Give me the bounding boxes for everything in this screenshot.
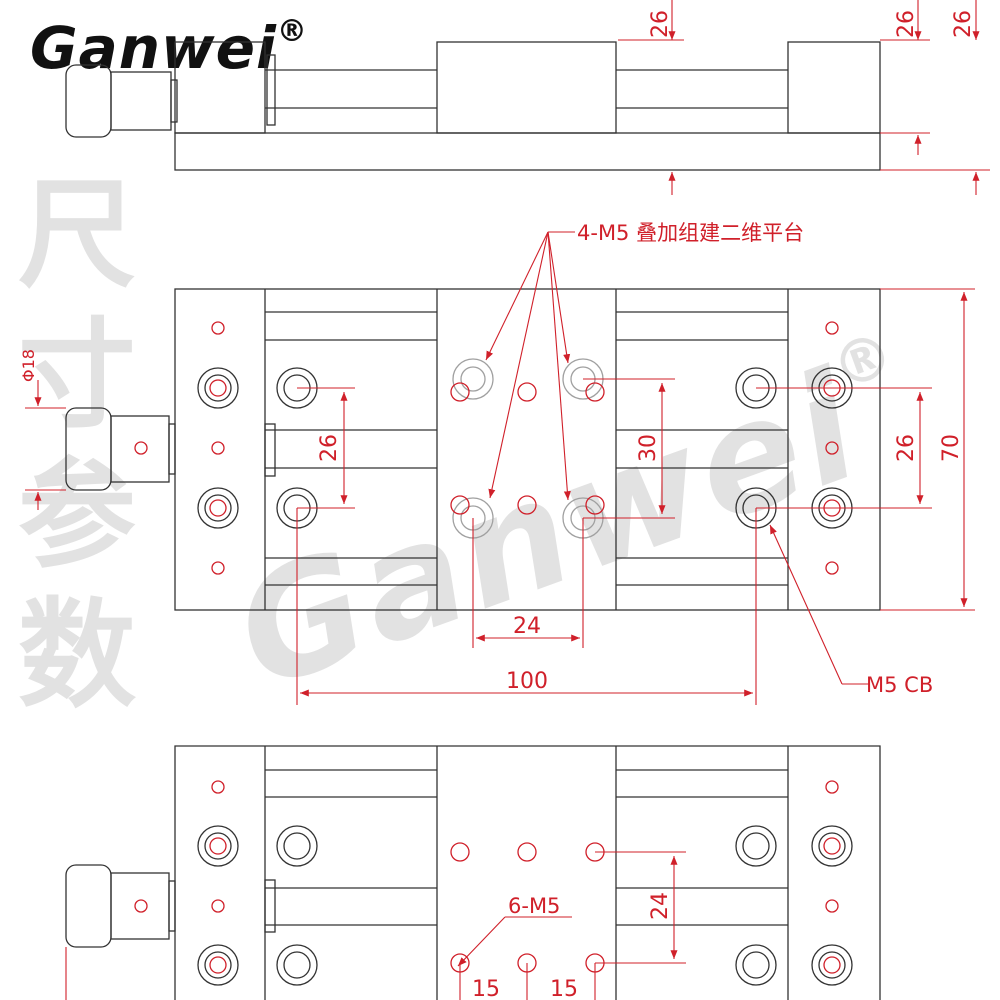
dim-26-left: 26 <box>317 434 342 462</box>
dimension-top-2: 26 <box>894 10 919 38</box>
logo-registered-mark: ® <box>276 14 308 49</box>
left-block <box>174 41 266 134</box>
dim-26-right: 26 <box>894 434 919 462</box>
plan-dimensions <box>25 231 975 705</box>
dim-30: 30 <box>636 434 661 462</box>
knob <box>65 407 112 491</box>
side-view-dimensions <box>618 0 990 195</box>
dim-15-left: 15 <box>472 977 500 1000</box>
dim-15-right: 15 <box>550 977 578 1000</box>
dim-24-horizontal: 24 <box>513 614 541 639</box>
label-holes-bottom: 6-M5 <box>508 894 560 918</box>
knob-mount <box>266 54 276 126</box>
bottom-dimensions <box>65 851 686 1000</box>
right-block <box>787 41 881 134</box>
logo-text: Ganwei <box>30 14 277 82</box>
dim-24-vertical: 24 <box>648 892 673 920</box>
dimension-top-1: 26 <box>648 10 673 38</box>
label-counterbore: M5 CB <box>866 673 933 697</box>
dim-100: 100 <box>506 669 548 694</box>
plan-outline <box>174 288 881 611</box>
dimension-top-3: 26 <box>951 10 976 38</box>
knob <box>65 864 112 948</box>
dim-70: 70 <box>939 434 964 462</box>
label-diameter: Φ18 <box>19 349 38 382</box>
carriage <box>436 41 617 134</box>
knob <box>65 64 112 138</box>
bottom-view <box>65 745 881 1000</box>
side-view <box>65 41 881 171</box>
plan-view <box>65 288 881 611</box>
brand-logo: Ganwei® <box>30 14 308 82</box>
label-overlay-holes: 4-M5 叠加组建二维平台 <box>577 221 804 245</box>
base-plate <box>174 132 881 171</box>
